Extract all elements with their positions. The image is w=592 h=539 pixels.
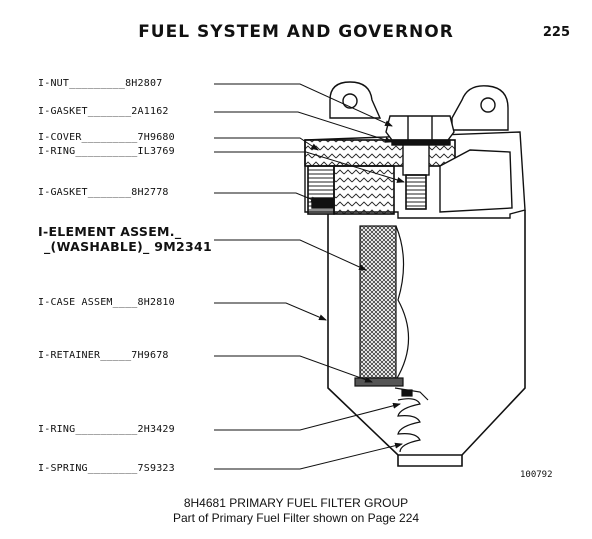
part-label-element-line1: I-ELEMENT ASSEM._: [38, 224, 182, 239]
filter-case: [327, 210, 526, 467]
part-label-nut: I-NUT_________8H2807: [38, 78, 163, 89]
part-label-ring-1l3769: I-RING__________IL3769: [38, 146, 175, 157]
part-label-gasket-2a1162: I-GASKET_______2A1162: [38, 106, 169, 117]
part-label-retainer: I-RETAINER_____7H9678: [38, 350, 169, 361]
page-number: 225: [542, 25, 570, 40]
part-label-cover: I-COVER_________7H9680: [38, 132, 175, 143]
caption-line-2: Part of Primary Fuel Filter shown on Pag…: [172, 511, 420, 525]
page-title: FUEL SYSTEM AND GOVERNOR: [138, 22, 454, 42]
leader-lines: [214, 83, 405, 470]
part-label-gasket-8h2778: I-GASKET_______8H2778: [38, 187, 169, 198]
part-label-element-line2: _(WASHABLE)_ 9M2341: [44, 239, 212, 254]
part-label-ring-2h3429: I-RING__________2H3429: [38, 424, 175, 435]
figure-id: 100792: [520, 470, 553, 480]
part-label-case-assem: I-CASE ASSEM____8H2810: [38, 297, 175, 308]
spring: [394, 387, 429, 453]
filter-element: [354, 225, 410, 387]
mounting-lugs: [329, 81, 509, 131]
part-label-spring: I-SPRING________7S9323: [38, 463, 175, 474]
nut-and-stud: [385, 115, 455, 210]
caption-line-1: 8H4681 PRIMARY FUEL FILTER GROUP: [183, 496, 409, 510]
